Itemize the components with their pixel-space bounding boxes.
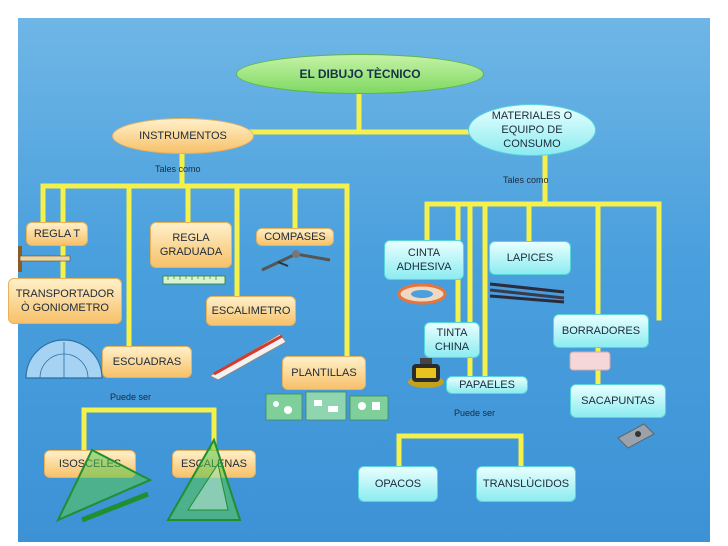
triangle-set-square-icon	[55, 448, 153, 523]
node-transportador: TRANSPORTADOR Ò GONIOMETRO	[8, 278, 122, 324]
node-opacos: OPACOS	[358, 466, 438, 502]
node-compases: COMPASES	[256, 228, 334, 246]
node-translucidos: TRANSLÙCIDOS	[476, 466, 576, 502]
node-regla-t: REGLA T	[26, 222, 88, 246]
t-square-icon	[18, 246, 71, 272]
node-plantillas: PLANTILLAS	[282, 356, 366, 390]
compass-icon	[261, 250, 331, 272]
eraser-icon	[569, 351, 611, 371]
node-borradores: BORRADORES	[553, 314, 649, 348]
tape-roll-icon	[397, 283, 447, 305]
node-sacapuntas: SACAPUNTAS	[570, 384, 666, 418]
title-node: EL DIBUJO TÈCNICO	[236, 54, 484, 94]
label-puede-ser-escuadras: Puede ser	[110, 392, 152, 402]
triangle-set-square-icon	[166, 437, 242, 521]
sharpener-icon	[617, 423, 655, 449]
node-cinta-adhesiva: CINTA ADHESIVA	[384, 240, 464, 280]
node-tinta-china: TINTA CHINA	[424, 322, 480, 358]
label-puede-ser-papeles: Puede ser	[454, 408, 496, 418]
node-escalimetro: ESCALIMETRO	[206, 296, 296, 326]
pencils-icon	[489, 282, 565, 304]
stencil-templates-icon	[265, 391, 389, 421]
ruler-icon	[162, 275, 226, 285]
node-regla-graduada: REGLA GRADUADA	[150, 222, 232, 268]
node-escuadras: ESCUADRAS	[102, 346, 192, 378]
ink-bottle-icon	[408, 358, 444, 388]
node-materiales: MATERIALES O EQUIPO DE CONSUMO	[468, 104, 596, 156]
label-tales-como-materiales: Tales como	[503, 175, 549, 185]
node-lapices: LAPICES	[489, 241, 571, 275]
label-tales-como-instrumentos: Tales como	[155, 164, 201, 174]
node-instrumentos: INSTRUMENTOS	[112, 118, 254, 154]
node-papeles: PAPAELES	[446, 376, 528, 394]
protractor-icon	[25, 339, 103, 379]
scale-ruler-icon	[208, 333, 287, 380]
